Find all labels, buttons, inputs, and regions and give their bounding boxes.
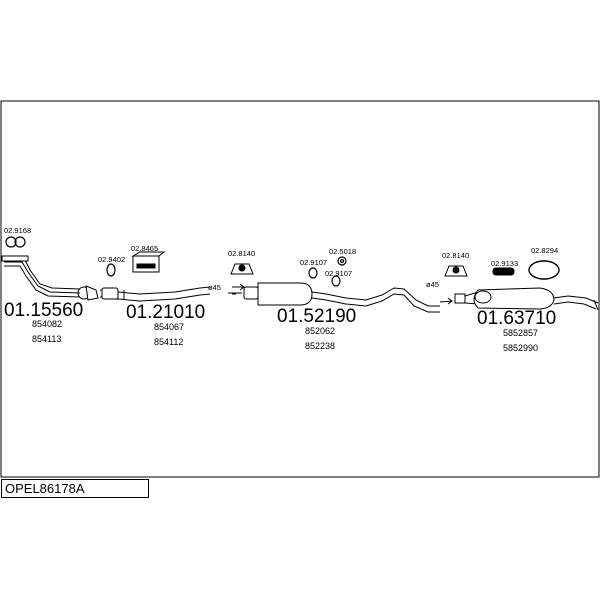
ring-label-4: 02.8294 xyxy=(531,246,558,255)
part-number-4: 01.63710 xyxy=(477,308,556,329)
part-ref-2b: 854112 xyxy=(154,337,183,347)
clamp-icon-1 xyxy=(5,236,26,248)
middle-pipe-drawing xyxy=(99,283,245,302)
ring-label-1: 02.9107 xyxy=(300,258,327,267)
ring-icon-4 xyxy=(528,260,560,280)
part-ref-3b: 852238 xyxy=(305,341,335,351)
part-number-2: 01.21010 xyxy=(126,302,205,323)
ring-label-2: 02.5018 xyxy=(329,247,356,256)
diameter-label-2: ø45 xyxy=(426,280,439,289)
gasket-label-1: 02.9402 xyxy=(98,255,125,264)
part-number-3: 01.52190 xyxy=(277,306,356,327)
hanger-icon-2 xyxy=(444,265,468,277)
ring-icon-3 xyxy=(331,275,341,287)
part-ref-2a: 854067 xyxy=(154,322,184,332)
hanger-label-1: 02.8140 xyxy=(228,249,255,258)
part-ref-1b: 854113 xyxy=(32,334,61,344)
rubber-label-1: 02.9133 xyxy=(491,259,518,268)
gasket-icon-1 xyxy=(106,263,116,277)
hanger-icon-1 xyxy=(230,263,254,275)
front-pipe-drawing xyxy=(1,255,99,301)
kit-code-label: OPEL86178A xyxy=(1,479,149,498)
ring-icon-1 xyxy=(308,267,318,279)
part-ref-1a: 854082 xyxy=(32,319,62,329)
part-ref-3a: 852062 xyxy=(305,326,335,336)
bracket-icon-1 xyxy=(131,251,166,273)
part-number-1: 01.15560 xyxy=(4,300,83,321)
ring-icon-2 xyxy=(337,256,347,266)
centre-silencer-drawing xyxy=(228,282,440,313)
part-ref-4b: 5852990 xyxy=(503,343,538,353)
diameter-label-1: ø45 xyxy=(208,283,221,292)
clamp-label-1: 02.9168 xyxy=(4,226,31,235)
part-ref-4a: 5852857 xyxy=(503,328,538,338)
rear-silencer-drawing xyxy=(439,287,599,311)
rubber-icon-1 xyxy=(492,267,515,276)
ring-label-3: 02.9107 xyxy=(325,269,352,278)
bracket-label-1: 02.8465 xyxy=(131,244,158,253)
diagram-frame xyxy=(0,100,600,478)
hanger-label-2: 02.8140 xyxy=(442,251,469,260)
